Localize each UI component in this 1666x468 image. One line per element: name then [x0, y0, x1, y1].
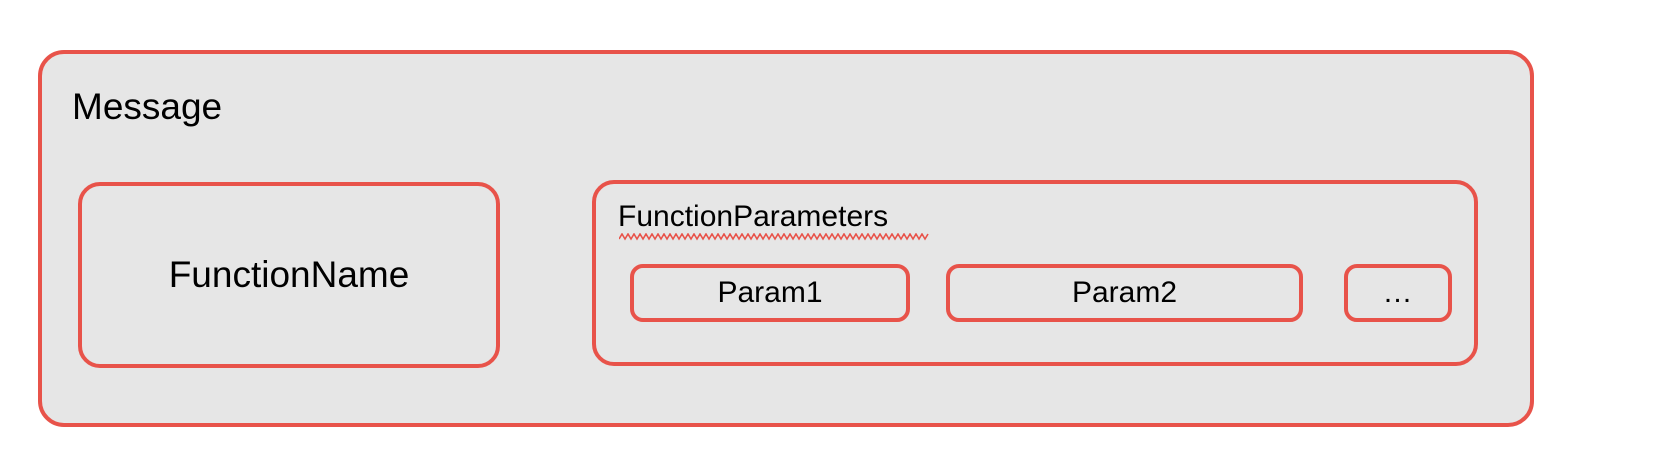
spellcheck-squiggle-underline [619, 233, 929, 242]
message-label: Message [72, 86, 223, 127]
function-parameters-label: FunctionParameters [618, 200, 889, 233]
squiggle-icon [619, 233, 929, 241]
param-chip[interactable]: Param1 [630, 264, 910, 322]
function-name-box[interactable]: FunctionName [78, 182, 500, 368]
param-chip[interactable]: Param2 [946, 264, 1303, 322]
function-name-label: FunctionName [168, 254, 410, 295]
param-chip-ellipsis[interactable]: … [1344, 264, 1452, 322]
param-chip-label: Param2 [1071, 276, 1178, 309]
param-chip-label: … [1382, 276, 1414, 309]
param-chip-label: Param1 [717, 276, 823, 309]
